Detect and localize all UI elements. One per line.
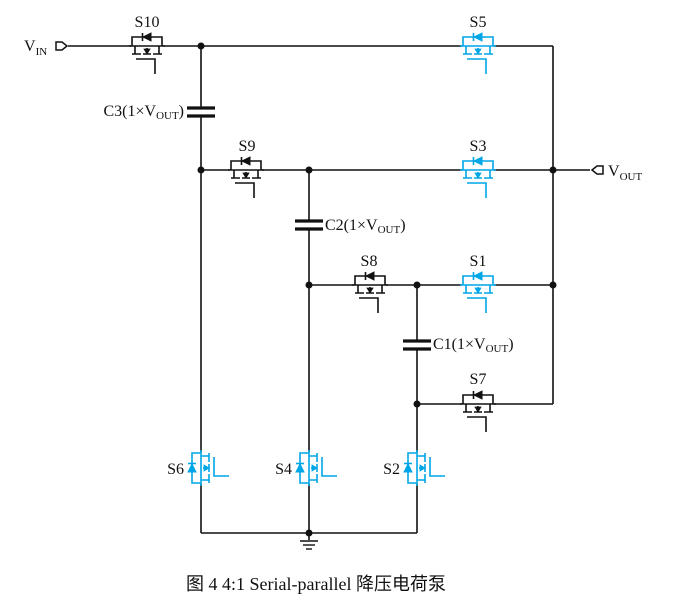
vout-terminal: VOUT	[590, 163, 642, 183]
switch-label-s2: S2	[383, 461, 400, 478]
gate-lead	[321, 457, 337, 477]
vout-label: VOUT	[608, 163, 642, 183]
capacitor-c1	[403, 339, 431, 351]
switch-label-s10: S10	[135, 14, 160, 31]
switch-label-s7: S7	[470, 371, 487, 388]
mosfet-switch-s7	[460, 390, 496, 432]
mosfet-switch-s9	[228, 156, 264, 198]
gate-lead	[429, 457, 445, 477]
ground-icon	[300, 540, 318, 550]
capacitor-c2	[295, 219, 323, 231]
capacitor-label-c2: C2(1×VOUT)	[325, 217, 406, 236]
switch-label-s5: S5	[470, 14, 487, 31]
diode-icon	[141, 32, 152, 42]
gate-lead	[467, 58, 487, 74]
gate-lead	[359, 297, 379, 313]
mosfet-switch-s2	[403, 450, 445, 486]
diode-icon	[295, 462, 305, 473]
junction-dot	[413, 281, 421, 289]
mosfet-switch-s5	[460, 32, 496, 74]
junction-dot	[197, 166, 205, 174]
diode-icon	[472, 156, 483, 166]
capacitor-label-c3: C3(1×VOUT)	[103, 103, 184, 122]
junction-dot	[305, 166, 313, 174]
mosfet-switch-s4	[295, 450, 337, 486]
junction-dot	[305, 281, 313, 289]
gate-lead	[235, 182, 255, 198]
mosfet-switch-s10	[129, 32, 165, 74]
switch-label-s3: S3	[470, 138, 487, 155]
diode-icon	[472, 32, 483, 42]
junction-dot	[197, 42, 205, 50]
junction-dot	[549, 166, 557, 174]
diode-icon	[472, 390, 483, 400]
switch-label-s1: S1	[470, 253, 487, 270]
capacitor-label-c1: C1(1×VOUT)	[433, 336, 514, 355]
gate-lead	[467, 182, 487, 198]
mosfet-switch-s6	[187, 450, 229, 486]
mosfet-switch-s1	[460, 271, 496, 313]
gate-lead	[467, 416, 487, 432]
mosfet-switch-s3	[460, 156, 496, 198]
switch-label-s4: S4	[275, 461, 292, 478]
diode-icon	[240, 156, 251, 166]
junction-dot	[413, 400, 421, 408]
mosfet-switch-s8	[352, 271, 388, 313]
gate-lead	[213, 457, 229, 477]
switch-label-s8: S8	[361, 253, 378, 270]
junction-dot	[549, 281, 557, 289]
switch-label-s6: S6	[167, 461, 184, 478]
diode-icon	[472, 271, 483, 281]
diode-icon	[187, 462, 197, 473]
junction-dot	[305, 529, 313, 537]
wires	[68, 45, 590, 540]
diode-icon	[403, 462, 413, 473]
figure-caption: 图 4 4:1 Serial-parallel 降压电荷泵	[186, 574, 446, 594]
gate-lead	[467, 297, 487, 313]
vin-label: VIN	[24, 38, 47, 58]
components	[129, 32, 557, 550]
capacitor-c3	[187, 106, 215, 118]
switch-label-s9: S9	[239, 138, 256, 155]
diode-icon	[364, 271, 375, 281]
vin-terminal: VIN	[24, 38, 69, 58]
gate-lead	[136, 58, 156, 74]
